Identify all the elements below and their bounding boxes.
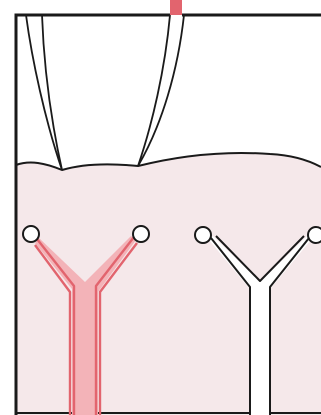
lower-region [16, 153, 321, 415]
left-y-right-node [133, 226, 149, 242]
pointed-column [26, 15, 184, 170]
right-y-left-node [195, 227, 211, 243]
top-channel [170, 0, 182, 15]
left-y-left-node [23, 226, 39, 242]
right-y-right-node [308, 227, 321, 243]
